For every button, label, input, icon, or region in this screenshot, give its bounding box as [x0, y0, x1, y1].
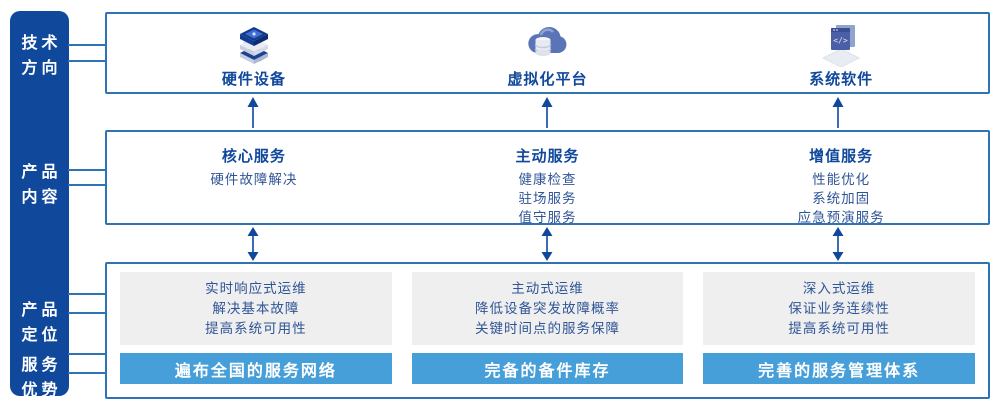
sidebar-label-line: 服务: [21, 357, 62, 374]
cloud-database-icon: [524, 19, 572, 67]
sidebar-label-line: 内容: [21, 189, 62, 206]
service-line: 值守服务: [518, 210, 577, 225]
sidebar-label-line: 产品: [21, 164, 62, 181]
position-line: 实时响应式运维: [205, 280, 307, 296]
connector-line: [68, 184, 106, 186]
tech-item-virtualization: 虚拟化平台: [401, 14, 695, 92]
service-item-core: 核心服务 硬件故障解决: [107, 132, 401, 223]
double-arrow: [540, 227, 554, 261]
sidebar-label-line: 技术: [21, 35, 62, 52]
tech-direction-panel: 硬件设备 虚拟化平台: [105, 12, 990, 94]
tech-label: 系统软件: [809, 71, 874, 88]
product-content-panel: 核心服务 硬件故障解决 主动服务 健康检查 驻场服务 值守服务 增值服务 性能优…: [105, 130, 990, 225]
up-arrow: [540, 97, 554, 128]
service-title: 主动服务: [515, 148, 580, 165]
sidebar-label-line: 定位: [21, 327, 62, 344]
position-line: 主动式运维: [511, 280, 584, 296]
connector-line: [68, 169, 106, 171]
up-arrow: [831, 97, 845, 128]
connector-line: [68, 293, 106, 295]
connector-line: [68, 60, 106, 62]
advantage-bar: 完备的备件库存: [411, 353, 684, 384]
service-line: 应急预演服务: [797, 210, 885, 225]
position-item-realtime: 实时响应式运维 解决基本故障 提高系统可用性 遍布全国的服务网络: [120, 272, 392, 385]
sidebar-label-product-content: 产品 内容: [10, 160, 69, 210]
position-description: 主动式运维 降低设备突发故障概率 关键时间点的服务保障: [411, 272, 684, 345]
advantage-bar: 完善的服务管理体系: [703, 353, 976, 384]
connector-line: [68, 44, 106, 46]
hardware-stack-icon: [230, 19, 278, 67]
position-line: 保证业务连续性: [788, 300, 890, 316]
connector-line: [68, 312, 106, 314]
position-item-proactive: 主动式运维 降低设备突发故障概率 关键时间点的服务保障 完备的备件库存: [411, 272, 684, 385]
position-line: 降低设备突发故障概率: [475, 300, 620, 316]
service-line: 性能优化: [812, 172, 871, 187]
sidebar-label-tech-direction: 技术 方向: [10, 31, 69, 81]
up-arrow: [246, 97, 260, 128]
tech-item-system-software: </> 系统软件: [694, 14, 988, 92]
position-line: 关键时间点的服务保障: [475, 320, 620, 336]
sidebar-label-service-advantage: 服务 优势: [10, 353, 69, 403]
position-item-deep: 深入式运维 保证业务连续性 提高系统可用性 完善的服务管理体系: [703, 272, 976, 385]
tech-item-hardware: 硬件设备: [107, 14, 401, 92]
service-line: 硬件故障解决: [210, 172, 298, 187]
sidebar-label-line: 方向: [21, 60, 62, 77]
svg-text:</>: </>: [833, 36, 848, 45]
connector-line: [68, 353, 106, 355]
tech-label: 虚拟化平台: [507, 71, 588, 88]
service-line: 健康检查: [518, 172, 577, 187]
service-title: 核心服务: [221, 148, 286, 165]
position-line: 提高系统可用性: [788, 320, 890, 336]
sidebar-label-line: 优势: [21, 382, 62, 399]
sidebar: 技术 方向 产品 内容 产品 定位 服务 优势: [10, 11, 69, 399]
service-line: 驻场服务: [518, 191, 577, 206]
software-window-icon: </>: [817, 19, 865, 68]
double-arrow: [831, 227, 845, 261]
tech-label: 硬件设备: [221, 71, 286, 88]
position-line: 提高系统可用性: [205, 320, 307, 336]
service-line: 系统加固: [812, 191, 871, 206]
advantage-bar: 遍布全国的服务网络: [120, 353, 392, 384]
service-title: 增值服务: [809, 148, 874, 165]
position-description: 深入式运维 保证业务连续性 提高系统可用性: [703, 272, 976, 345]
connector-line: [68, 372, 106, 374]
position-line: 解决基本故障: [212, 300, 300, 316]
position-line: 深入式运维: [802, 280, 876, 296]
service-item-value-added: 增值服务 性能优化 系统加固 应急预演服务: [694, 132, 988, 225]
position-description: 实时响应式运维 解决基本故障 提高系统可用性: [120, 272, 392, 345]
double-arrow: [246, 227, 260, 261]
service-item-proactive: 主动服务 健康检查 驻场服务 值守服务: [401, 132, 695, 225]
sidebar-label-product-position: 产品 定位: [10, 298, 69, 348]
sidebar-label-line: 产品: [21, 302, 62, 319]
product-position-panel: 实时响应式运维 解决基本故障 提高系统可用性 遍布全国的服务网络 主动式运维 降…: [105, 262, 990, 399]
